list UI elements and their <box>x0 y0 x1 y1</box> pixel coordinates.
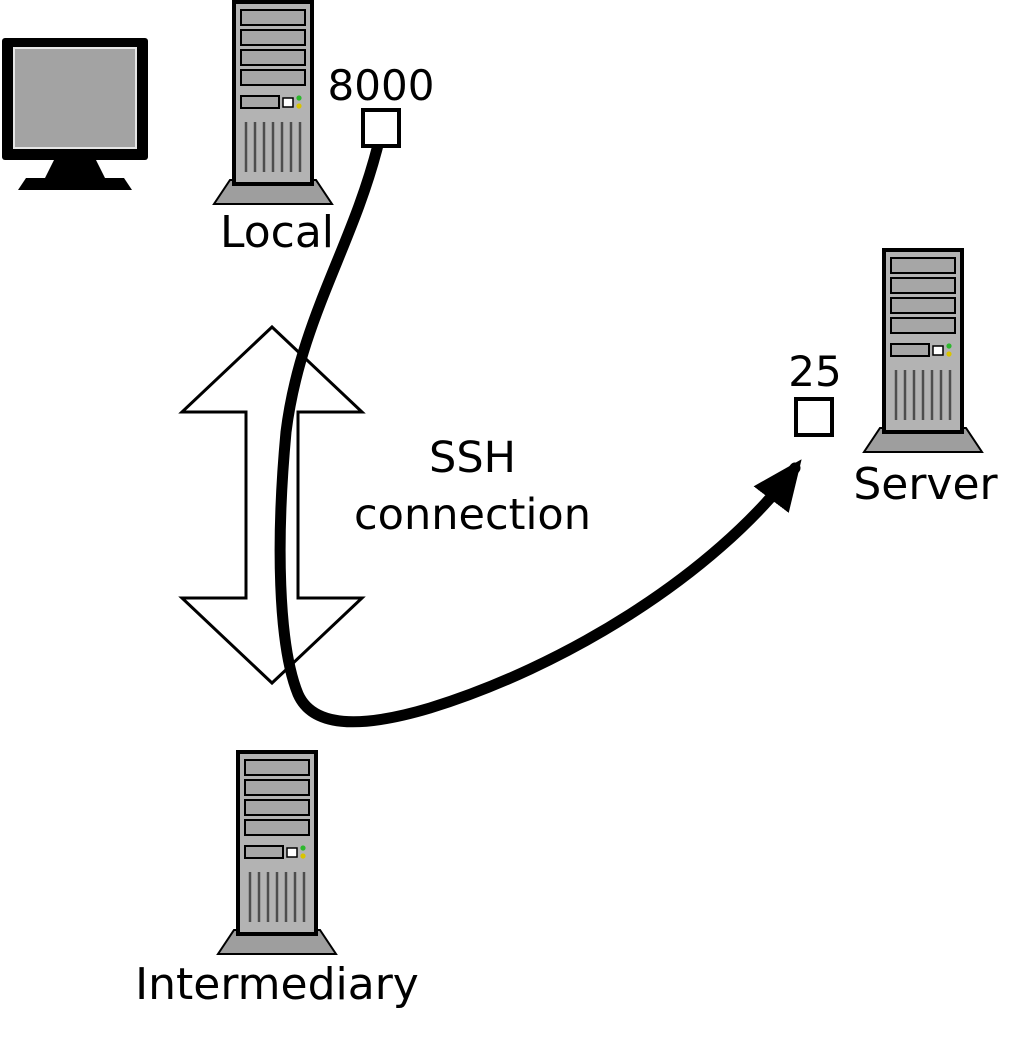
server-port-label: 25 <box>788 347 842 396</box>
local-port-label: 8000 <box>327 61 435 110</box>
bidirectional-arrow-icon <box>178 324 366 686</box>
local-port-square <box>361 108 401 148</box>
local-node-label: Local <box>219 207 335 258</box>
monitor-icon <box>2 38 148 190</box>
server-node-label: Server <box>853 459 998 510</box>
ssh-connection-label-line1: SSH <box>429 433 516 483</box>
server-port-square <box>794 397 834 437</box>
ssh-connection-label-line2: connection <box>354 490 591 540</box>
ssh-connection-label: SSH connection <box>330 430 615 544</box>
intermediary-computer-tower-icon <box>216 750 338 956</box>
server-computer-tower-icon <box>862 248 984 454</box>
intermediary-node-label: Intermediary <box>135 959 419 1010</box>
ssh-tunnel-curve-arrow <box>274 139 802 728</box>
local-computer-tower-icon <box>212 0 334 206</box>
